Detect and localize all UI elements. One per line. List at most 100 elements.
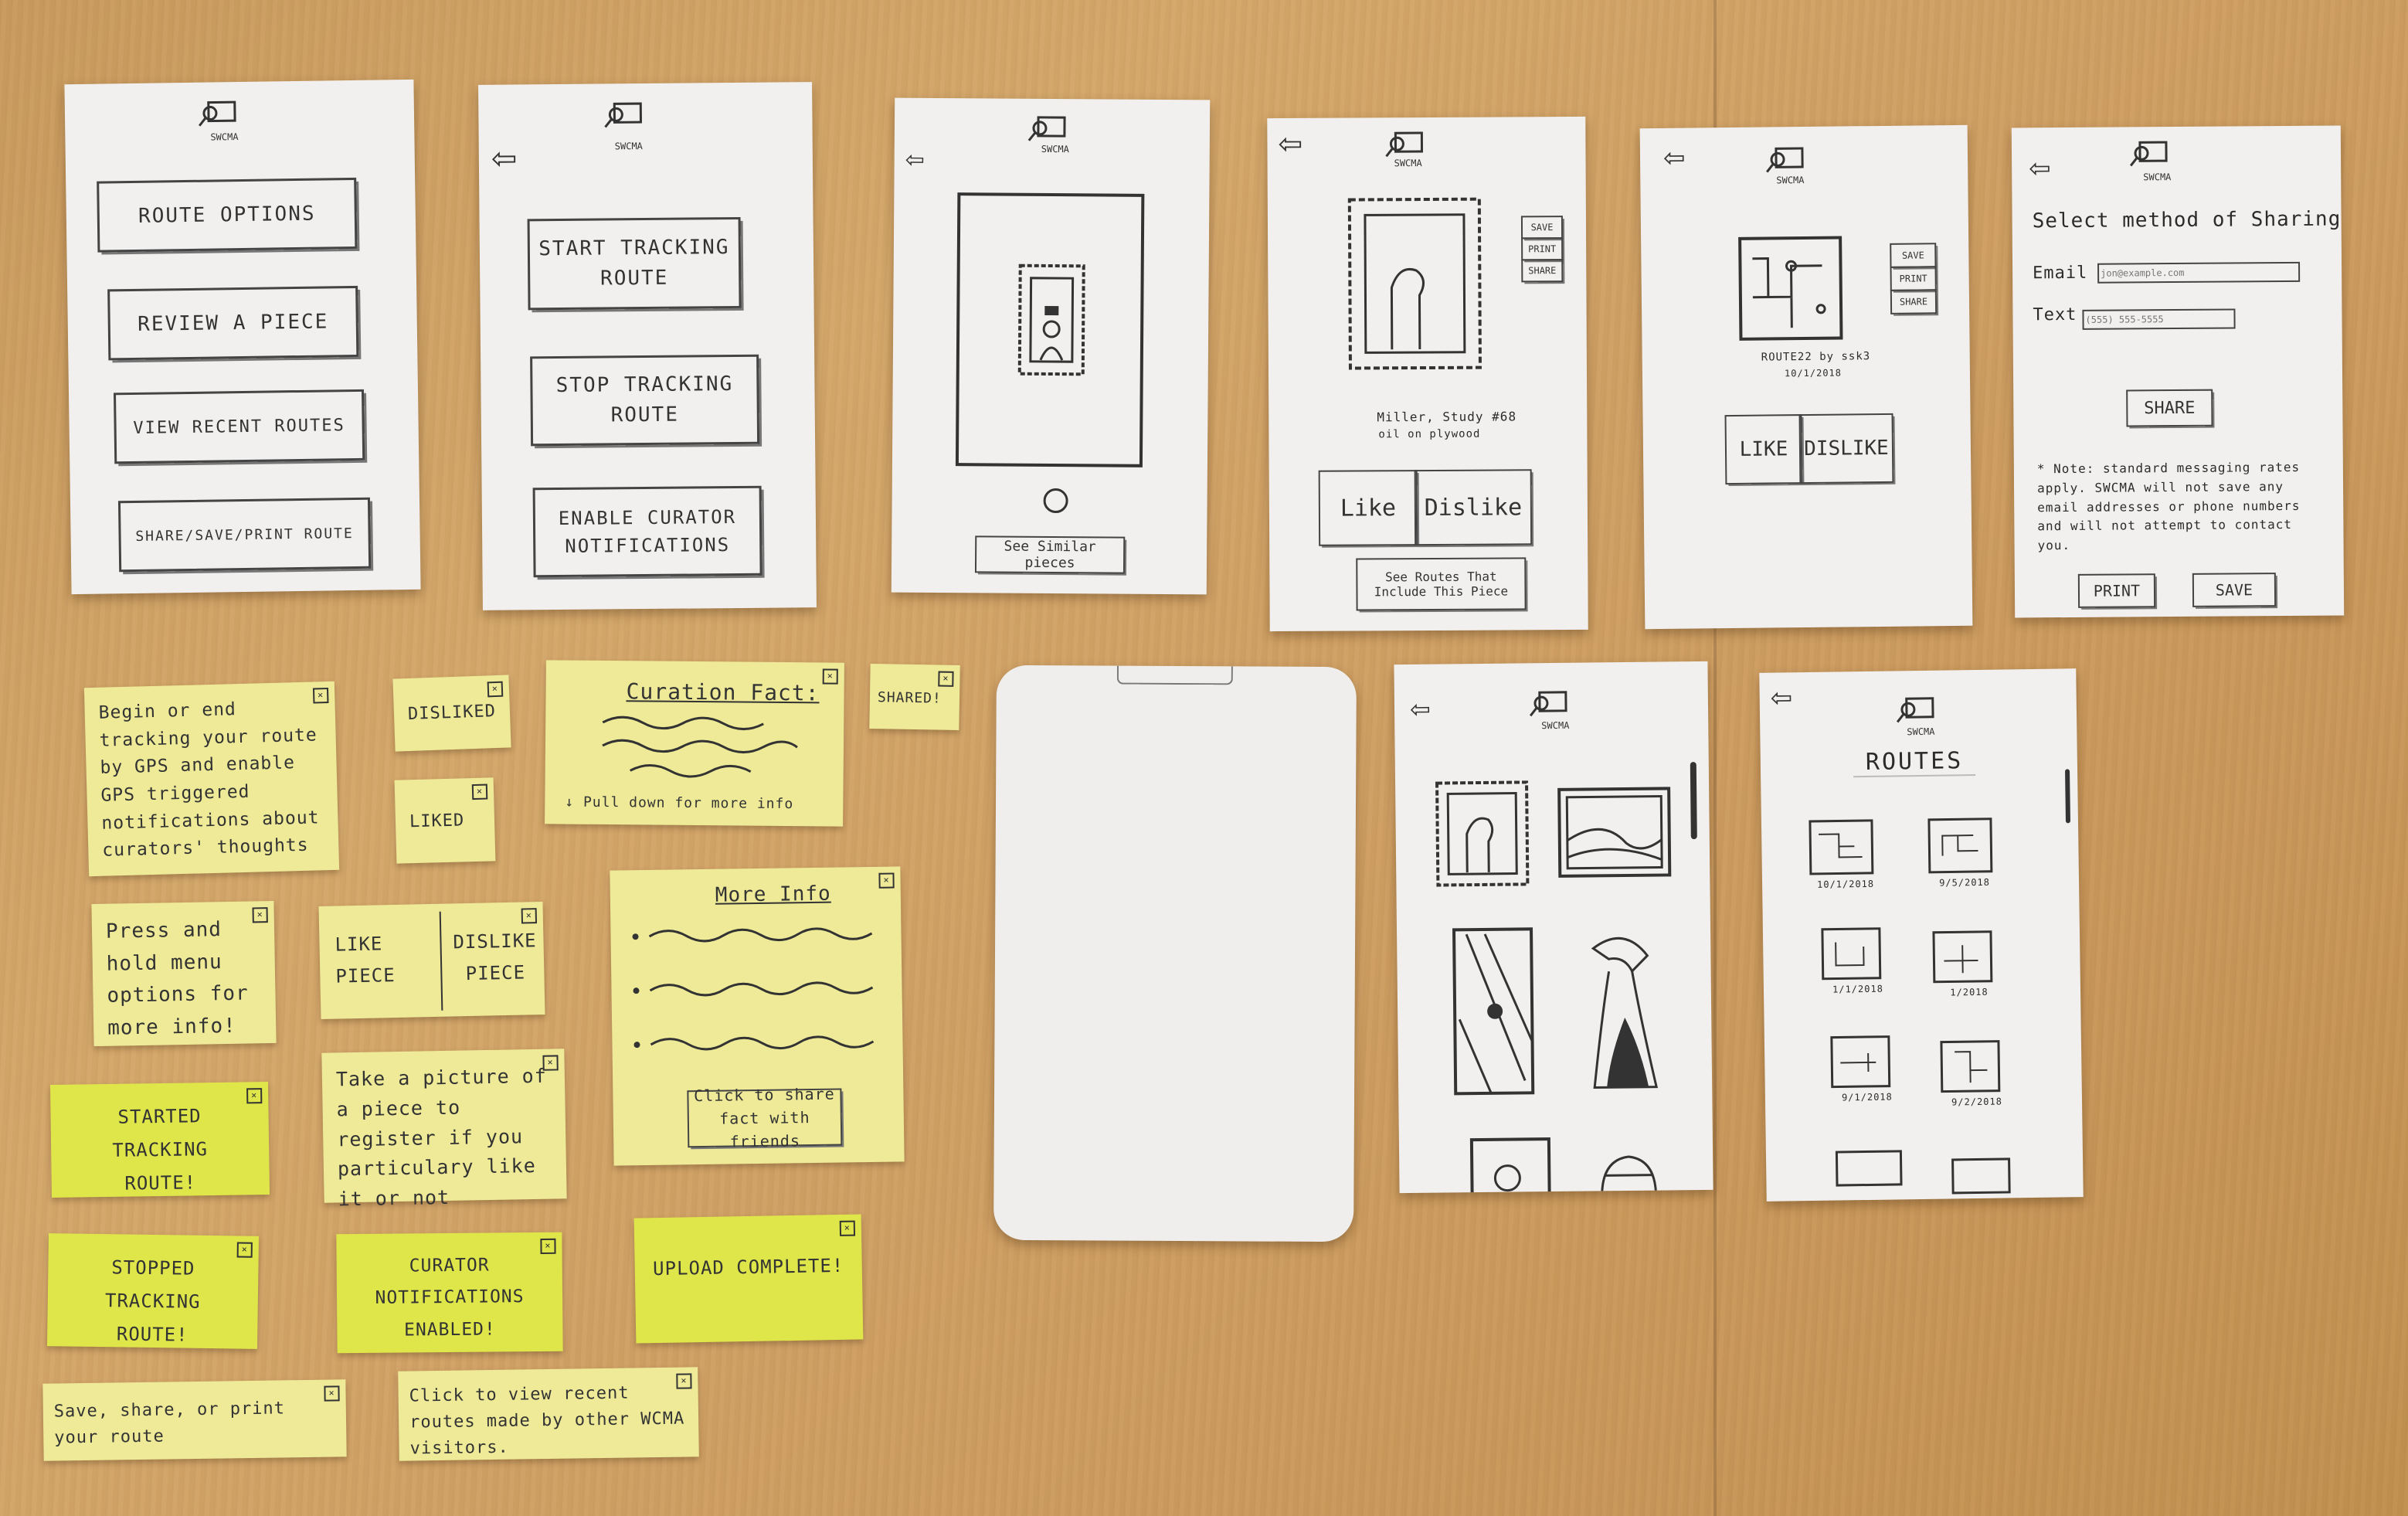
route-list-item[interactable]: 9/5/2018	[1927, 817, 2002, 889]
logo-icon	[1529, 691, 1567, 717]
capture-button[interactable]	[1043, 488, 1068, 514]
like-piece-label: LIKE PIECE	[335, 933, 396, 987]
blank-phone-template	[993, 665, 1357, 1242]
route-list-item[interactable]: 1/2018	[1931, 929, 2006, 998]
logo-label: SWCMA	[1776, 175, 1805, 186]
back-arrow-icon[interactable]: ⇦	[905, 146, 925, 174]
close-icon[interactable]: ×	[878, 872, 895, 889]
close-icon[interactable]: ×	[540, 1238, 556, 1254]
close-icon[interactable]: ×	[938, 671, 954, 687]
route-list-item[interactable]: 10/1/2018	[1808, 818, 1883, 890]
close-icon[interactable]: ×	[521, 908, 538, 924]
dislike-button[interactable]: DISLIKE	[1798, 413, 1894, 484]
scrollbar[interactable]	[2065, 769, 2070, 824]
sticky-gps-info: × Begin or end tracking your route by GP…	[83, 681, 340, 877]
gallery-thumbnail-figure[interactable]	[1578, 925, 1664, 1096]
close-icon[interactable]: ×	[246, 1088, 263, 1104]
like-button[interactable]: LIKE	[1724, 414, 1803, 485]
sticky-press-hold: × Press and hold menu options for more i…	[91, 900, 277, 1047]
print-button[interactable]: PRINT	[1890, 266, 1937, 291]
sticky-text: Press and hold menu options for more inf…	[105, 918, 249, 1040]
close-icon[interactable]: ×	[252, 907, 268, 923]
enable-curator-notifications-button[interactable]: ENABLE CURATOR NOTIFICATIONS	[532, 485, 762, 578]
back-arrow-icon[interactable]: ⇦	[1770, 682, 1793, 714]
route-map-thumbnail	[1738, 236, 1843, 341]
save-button[interactable]: SAVE	[2192, 573, 2277, 607]
see-routes-button[interactable]: See Routes That Include This Piece	[1356, 557, 1527, 611]
close-icon[interactable]: ×	[312, 688, 329, 704]
email-field[interactable]	[2097, 261, 2301, 284]
route-list-item[interactable]: 9/2/2018	[1939, 1038, 2014, 1107]
logo-label: SWCMA	[1394, 158, 1422, 169]
route-map-icon	[1830, 1035, 1891, 1089]
share-button[interactable]: SHARE	[1890, 289, 1938, 314]
route-map-icon	[1940, 1040, 2001, 1093]
gallery-thumbnail-road[interactable]	[1451, 926, 1537, 1096]
close-icon[interactable]: ×	[542, 1055, 559, 1071]
route-date: 9/1/2018	[1841, 1091, 1893, 1103]
start-tracking-route-button[interactable]: START TRACKING ROUTE	[527, 216, 742, 311]
stop-tracking-route-button[interactable]: STOP TRACKING ROUTE	[530, 354, 760, 447]
close-icon[interactable]: ×	[324, 1385, 340, 1402]
logo-label: SWCMA	[210, 131, 239, 143]
route-caption-date: 10/1/2018	[1784, 367, 1843, 379]
sticky-recent-routes: × Click to view recent routes made by ot…	[398, 1367, 699, 1461]
sticky-text: CURATOR NOTIFICATIONS ENABLED!	[375, 1255, 525, 1341]
logo-icon	[1385, 131, 1423, 158]
back-arrow-icon[interactable]: ⇦	[491, 141, 518, 177]
scrollbar[interactable]	[1690, 762, 1697, 840]
dislike-button[interactable]: Dislike	[1414, 469, 1533, 546]
text-field[interactable]	[2082, 308, 2236, 330]
see-similar-pieces-button[interactable]: See Similar pieces	[974, 535, 1126, 574]
logo-label: SWCMA	[2143, 172, 2172, 183]
gallery-thumbnail-partial-1[interactable]	[1469, 1136, 1554, 1194]
back-arrow-icon[interactable]: ⇦	[1278, 126, 1303, 161]
gallery-thumbnail-portrait[interactable]	[1434, 779, 1530, 888]
sticky-text: STARTED TRACKING ROUTE!	[112, 1105, 209, 1195]
route-list-item[interactable]: 1/1/2018	[1820, 926, 1895, 995]
save-button[interactable]: SAVE	[1890, 243, 1937, 268]
route-list-item[interactable]	[1951, 1157, 2011, 1195]
close-icon[interactable]: ×	[839, 1220, 856, 1236]
close-icon[interactable]: ×	[822, 668, 838, 685]
view-recent-routes-button[interactable]: VIEW RECENT ROUTES	[113, 389, 365, 464]
sticky-shared: × SHARED!	[869, 663, 960, 731]
sticky-curation-fact: × Curation Fact: ↓ Pull down for more in…	[545, 660, 844, 827]
close-icon[interactable]: ×	[471, 783, 488, 800]
share-submit-button[interactable]: SHARE	[2126, 389, 2213, 427]
sticky-text: Begin or end tracking your route by GPS …	[98, 699, 320, 861]
sharing-disclaimer: * Note: standard messaging rates apply. …	[2036, 459, 2301, 553]
screen-gallery: ⇦ SWCMA	[1394, 661, 1713, 1194]
share-fact-button[interactable]: Click to share fact with friends	[687, 1085, 843, 1151]
save-button[interactable]: SAVE	[1520, 216, 1564, 240]
logo-icon	[198, 100, 236, 127]
route-list-item[interactable]	[1835, 1150, 1903, 1187]
share-button[interactable]: SHARE	[1521, 259, 1564, 283]
sticky-upload-complete: × UPLOAD COMPLETE!	[633, 1214, 864, 1344]
review-piece-button[interactable]: REVIEW A PIECE	[107, 285, 359, 361]
route-options-button[interactable]: ROUTE OPTIONS	[97, 177, 358, 253]
route-date: 1/2018	[1950, 986, 1989, 998]
sticky-disliked: × DISLIKED	[392, 675, 511, 752]
route-map-icon	[1927, 817, 1993, 874]
back-arrow-icon[interactable]: ⇦	[1663, 142, 1686, 174]
print-button[interactable]: PRINT	[1521, 237, 1564, 261]
print-button[interactable]: PRINT	[2077, 573, 2156, 608]
back-arrow-icon[interactable]: ⇦	[1409, 694, 1432, 724]
route-list-item[interactable]: 9/1/2018	[1829, 1034, 1904, 1103]
close-icon[interactable]: ×	[676, 1373, 692, 1389]
route-map-icon	[1809, 819, 1874, 875]
share-save-print-route-button[interactable]: SHARE/SAVE/PRINT ROUTE	[117, 497, 372, 573]
like-button[interactable]: Like	[1318, 470, 1418, 546]
sticky-text: Save, share, or print your route	[53, 1399, 286, 1448]
back-arrow-icon[interactable]: ⇦	[2029, 153, 2051, 185]
sticky-divider	[439, 911, 443, 1011]
gallery-thumbnail-partial-2[interactable]	[1594, 1144, 1664, 1194]
close-icon[interactable]: ×	[236, 1242, 253, 1258]
close-icon[interactable]: ×	[487, 681, 504, 698]
artwork-caption-medium: oil on plywood	[1378, 427, 1481, 441]
share-title: Select method of Sharing	[2032, 207, 2342, 233]
gallery-thumbnail-landscape[interactable]	[1556, 785, 1673, 879]
route-map-icon	[1932, 930, 1993, 984]
sticky-more-info: × More Info Click to share fact with fri…	[610, 866, 905, 1166]
